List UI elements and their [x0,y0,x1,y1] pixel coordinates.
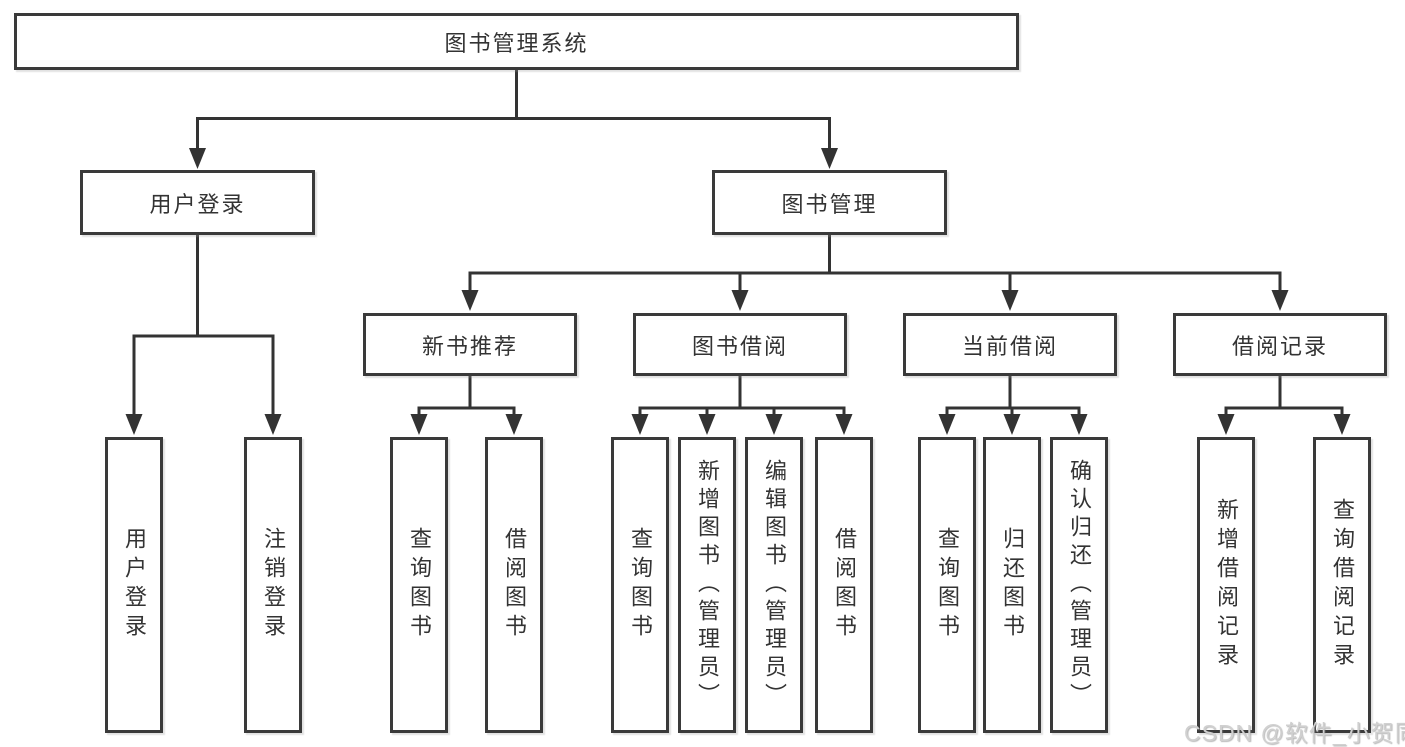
leaf-logout-label: 注销登录 [261,527,286,643]
node-user-login: 用户登录 [80,170,315,235]
leaf-borrow-books-recommend-label: 借阅图书 [502,527,527,643]
leaf-query-borrow-record: 查询借阅记录 [1313,437,1371,733]
leaf-query-borrow-record-label: 查询借阅记录 [1330,498,1355,672]
watermark: CSDN @软件_小贺同学 [1184,720,1405,746]
leaf-query-books-borrow: 查询图书 [611,437,669,733]
leaf-add-books-admin-label: 新增图书（管理员） [695,459,720,711]
node-book-management: 图书管理 [712,170,947,235]
leaf-borrow-books-label: 借阅图书 [832,527,857,643]
leaf-borrow-books-recommend: 借阅图书 [485,437,543,733]
node-borrow-records: 借阅记录 [1173,313,1387,376]
leaf-confirm-return-admin-label: 确认归还（管理员） [1067,459,1092,711]
leaf-user-login: 用户登录 [105,437,163,733]
node-root: 图书管理系统 [14,13,1019,70]
leaf-logout: 注销登录 [244,437,302,733]
leaf-edit-books-admin-label: 编辑图书（管理员） [762,459,787,711]
node-root-label: 图书管理系统 [444,30,589,56]
node-new-book-recommend: 新书推荐 [363,313,577,376]
node-current-borrow-label: 当前借阅 [961,333,1058,359]
leaf-edit-books-admin: 编辑图书（管理员） [745,437,803,733]
arrowheads [125,148,1351,435]
node-borrow-records-label: 借阅记录 [1231,333,1328,359]
node-book-borrow: 图书借阅 [633,313,847,376]
leaf-query-books-current: 查询图书 [918,437,976,733]
leaf-add-books-admin: 新增图书（管理员） [678,437,736,733]
node-book-management-label: 图书管理 [781,191,878,217]
leaf-confirm-return-admin: 确认归还（管理员） [1050,437,1108,733]
leaf-query-books-recommend: 查询图书 [390,437,448,733]
leaf-return-books-label: 归还图书 [1000,527,1025,643]
leaf-add-borrow-record-label: 新增借阅记录 [1214,498,1239,672]
leaf-user-login-label: 用户登录 [122,527,147,643]
leaf-add-borrow-record: 新增借阅记录 [1197,437,1255,733]
node-new-book-recommend-label: 新书推荐 [421,333,518,359]
node-book-borrow-label: 图书借阅 [691,333,788,359]
leaf-query-books-borrow-label: 查询图书 [628,527,653,643]
node-current-borrow: 当前借阅 [903,313,1117,376]
leaf-query-books-current-label: 查询图书 [935,527,960,643]
leaf-query-books-recommend-label: 查询图书 [407,527,432,643]
node-user-login-label: 用户登录 [149,191,246,217]
leaf-return-books: 归还图书 [983,437,1041,733]
leaf-borrow-books: 借阅图书 [815,437,873,733]
